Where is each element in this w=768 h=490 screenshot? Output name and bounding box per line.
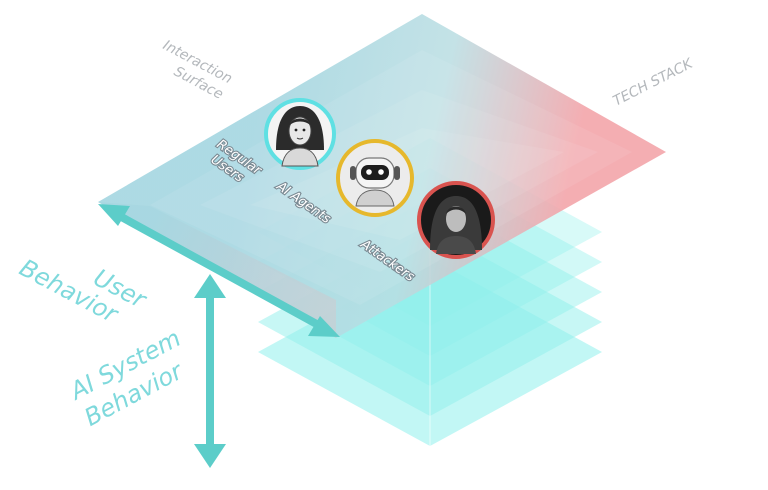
user-behavior-label: User Behavior	[15, 254, 152, 330]
user-behavior-arrowhead-start	[98, 204, 130, 226]
hooded-attacker-icon	[430, 196, 482, 254]
user-behavior-arrow	[98, 204, 340, 337]
robot-icon	[350, 157, 400, 207]
interaction-surface-label: Interaction Surface	[160, 37, 235, 102]
ai-system-arrowhead-bottom	[194, 444, 226, 468]
tech-stack-label: TECH STACK	[611, 55, 697, 110]
woman-portrait-icon	[276, 106, 324, 167]
ai-system-arrowhead-top	[194, 274, 226, 298]
user-behavior-arrowhead-end	[308, 316, 340, 337]
ai-system-behavior-label: AI System Behavior	[64, 324, 189, 432]
ai-system-behavior-arrow	[194, 274, 226, 468]
